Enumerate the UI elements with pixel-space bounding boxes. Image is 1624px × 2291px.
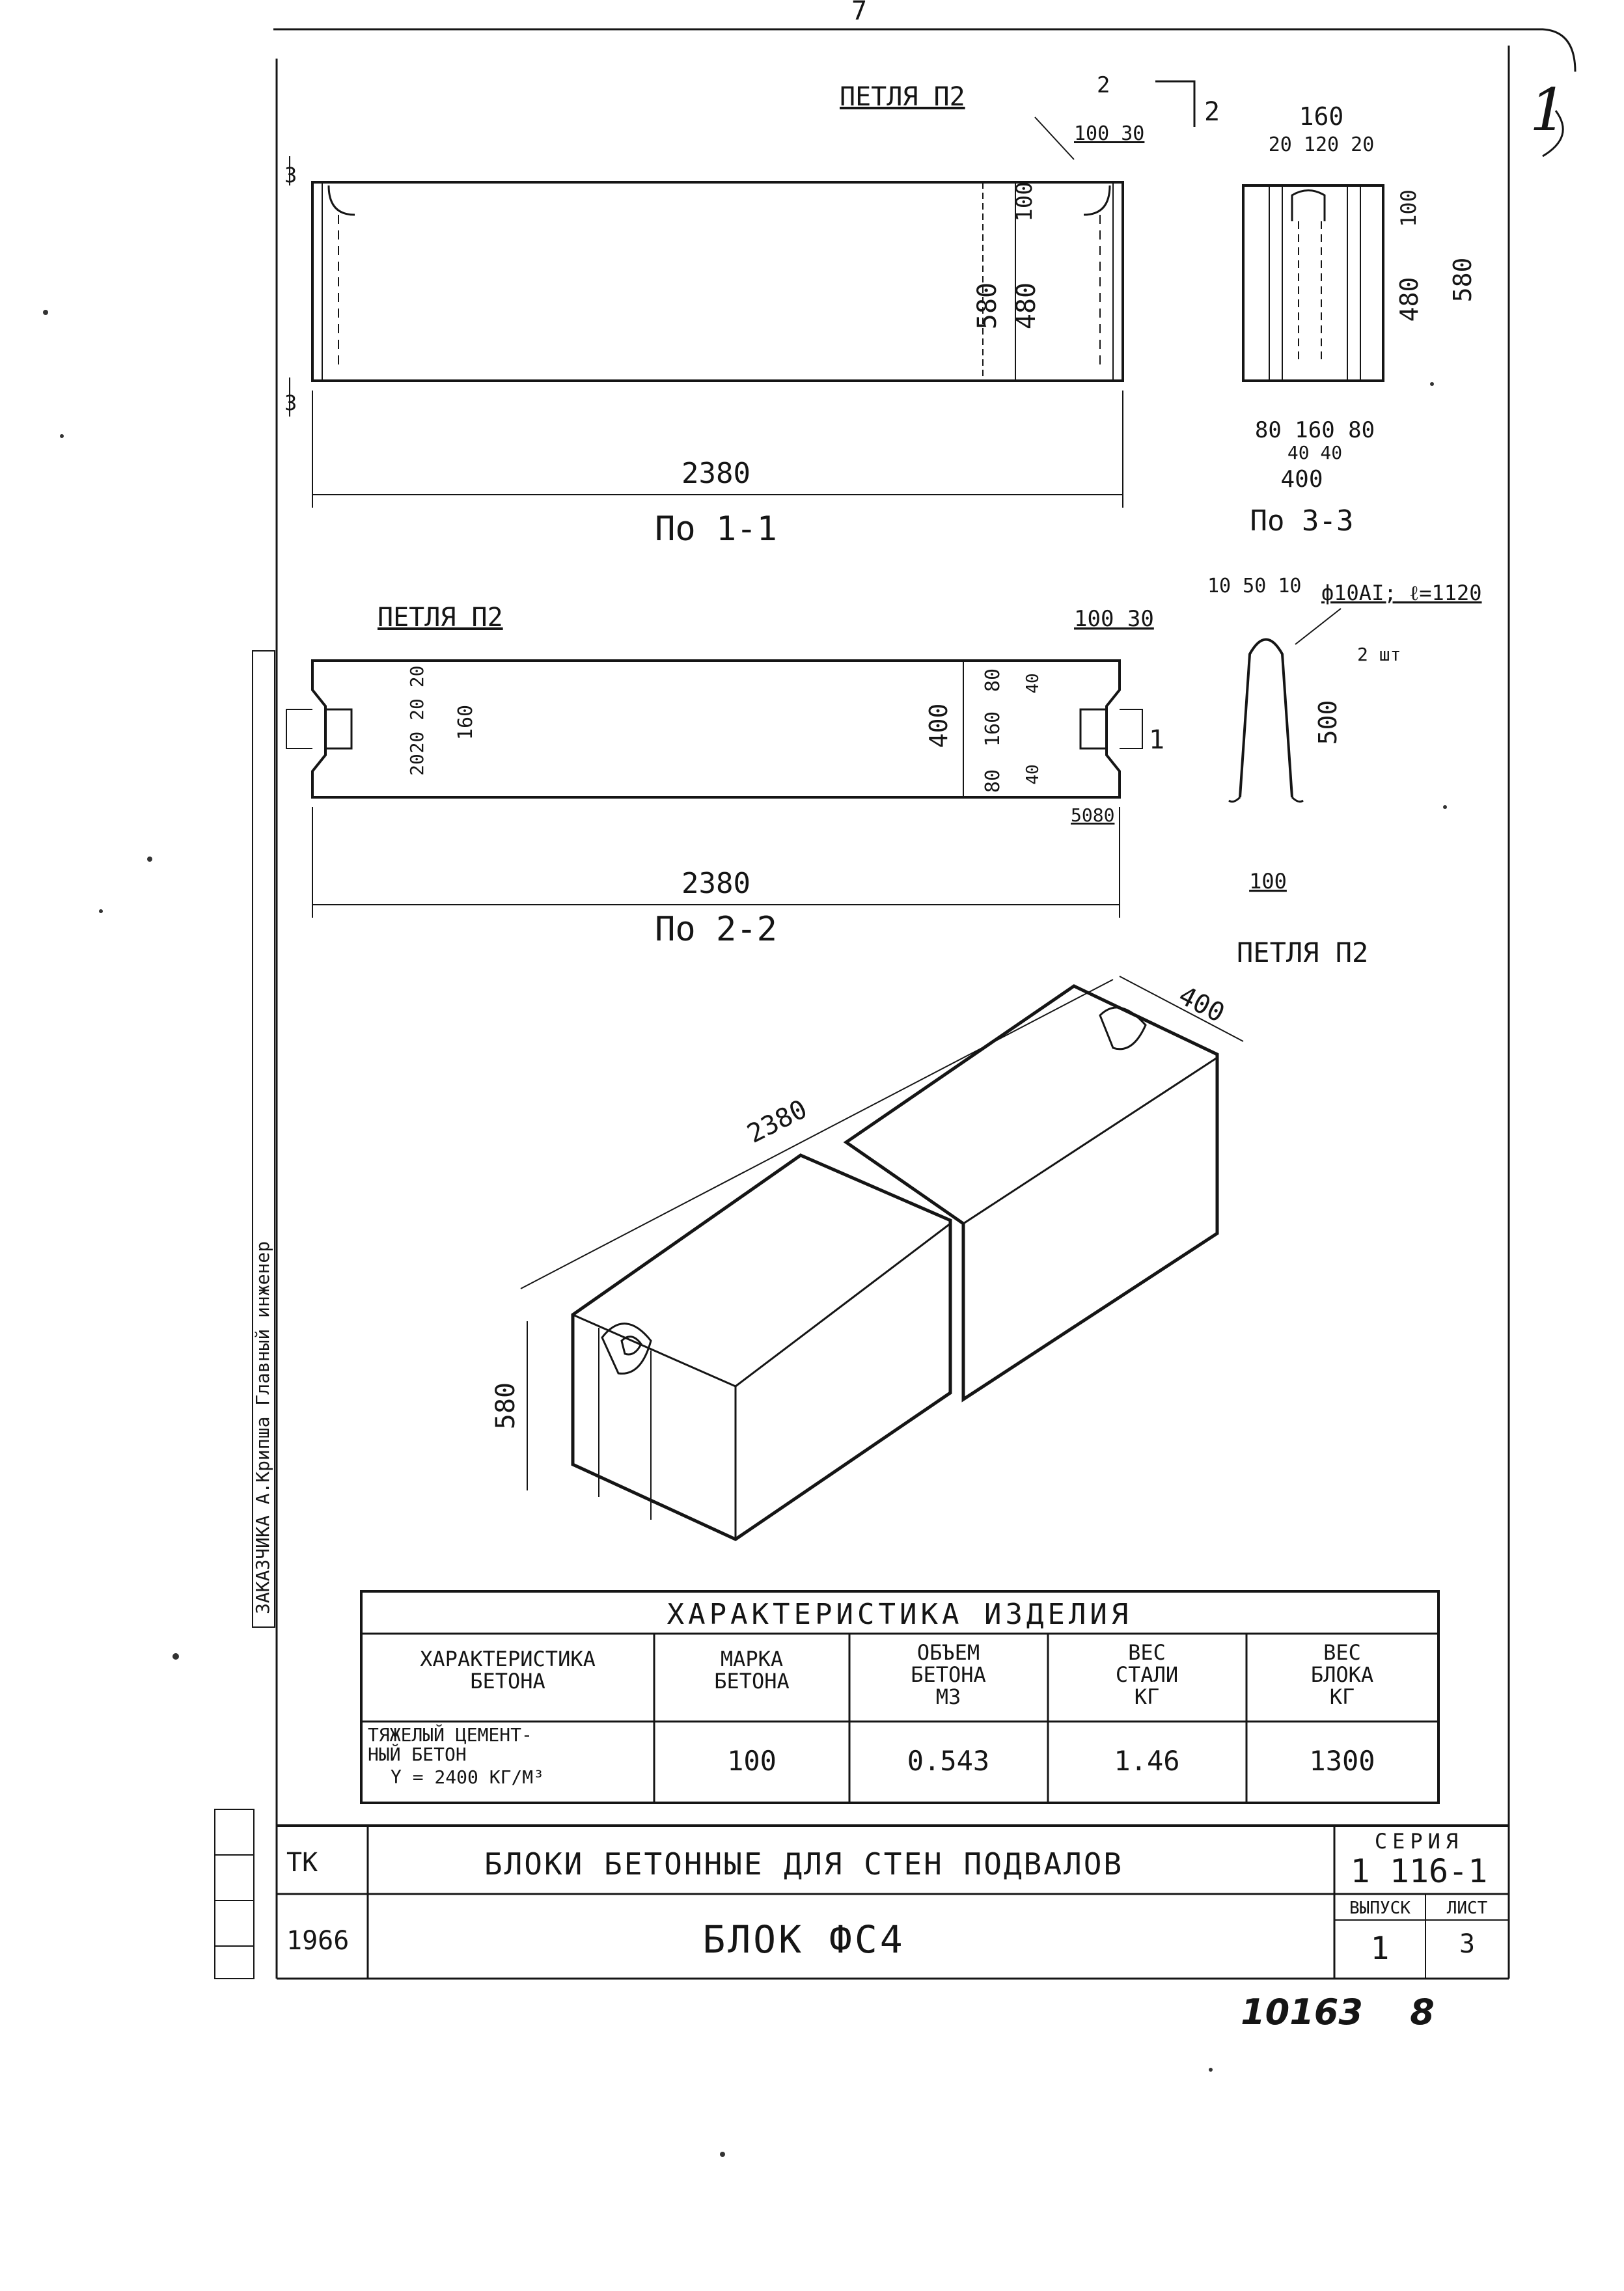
series-value: 1 116-1 [1351, 1852, 1488, 1890]
loop-spec-count: 2 шт [1357, 644, 1401, 665]
section-label-2-2: По 2-2 [655, 910, 777, 949]
archive-number: 10163 [1241, 1992, 1363, 2033]
gap-3-bottom: 3 [284, 391, 297, 415]
sheet-frame [273, 28, 1576, 1980]
plan-right-40b: 40 [1023, 764, 1043, 784]
cell-volume: 0.543 [907, 1745, 989, 1777]
issue-label: ВЫПУСК [1349, 1899, 1411, 1918]
cell-steel: 1.46 [1114, 1745, 1179, 1777]
section-marker-2-top: 2 [1097, 72, 1110, 98]
scan-specks [43, 310, 1447, 2157]
view-section-3-3: 160 20 120 20 100 480 580 80 160 80 40 4… [1242, 102, 1477, 538]
iso-dim-2380: 2380 [743, 1094, 812, 1149]
view-section-1-1: ПЕТЛЯ П2 100 30 2 2 3 3 580 480 100 2380… [284, 72, 1220, 549]
dim-width-parts: 20 120 20 [1269, 133, 1375, 156]
section-label-1-1: По 1-1 [655, 510, 777, 549]
plan-right-5080: 5080 [1071, 804, 1114, 826]
dim-160-end: 160 [1299, 102, 1344, 131]
cell-block: 1300 [1309, 1745, 1375, 1777]
dim-400-plan: 400 [924, 704, 953, 748]
side-strip-text: ЗАКАЗЧИКА А.Крипша Главный инженер [252, 1241, 273, 1614]
plan-right-160: 160 [982, 711, 1004, 747]
iso-dim-580: 580 [491, 1382, 521, 1429]
dim-bottom-sub: 40 40 [1287, 442, 1342, 463]
plan-right-80: 80 [982, 668, 1004, 692]
loop-offset-top: 100 30 [1074, 122, 1144, 145]
section-marker-2-label: 2 [1204, 97, 1220, 127]
table-title: ХАРАКТЕРИСТИКА ИЗДЕЛИЯ [667, 1598, 1133, 1631]
cell-concrete-line2: НЫЙ БЕТОН [368, 1743, 467, 1765]
archive-page: 8 [1410, 1992, 1435, 2033]
loop-label-top: ПЕТЛЯ П2 [840, 82, 965, 112]
corner-mark-hook [1542, 110, 1564, 158]
side-stamp-strip: ЗАКАЗЧИКА А.Крипша Главный инженер [214, 650, 275, 1979]
section-marker-1: 1 [1149, 725, 1164, 755]
plan-left-160: 160 [454, 705, 477, 740]
loop-height-dim: 500 [1314, 700, 1342, 745]
dim-580-front: 580 [972, 282, 1002, 329]
issue-value: 1 [1371, 1930, 1390, 1967]
dim-2380-plan: 2380 [681, 867, 750, 900]
drawing-title: БЛОК ФС4 [702, 1917, 905, 1962]
sheet-value: 3 [1459, 1929, 1475, 1959]
title-year: 1966 [286, 1926, 349, 1956]
loop-offset-plan: 100 30 [1074, 606, 1154, 632]
loop-spec-dims: 10 50 10 [1207, 575, 1302, 597]
dim-480-front: 480 [1012, 282, 1041, 329]
section-label-3-3: По 3-3 [1250, 504, 1354, 538]
page-number-top: 7 [851, 0, 867, 26]
cell-concrete-line3: Υ = 2400 КГ/М³ [391, 1766, 544, 1788]
dim-bottom-widths: 80 160 80 [1255, 417, 1375, 443]
loop-label-detail: ПЕТЛЯ П2 [1237, 937, 1368, 968]
isometric-view: 2380 400 580 [491, 976, 1244, 1541]
dim-580-end: 580 [1448, 258, 1477, 303]
iso-dim-400: 400 [1174, 981, 1229, 1029]
view-section-2-2: ПЕТЛЯ П2 100 30 1 20 20 20 160 20 400 80… [286, 603, 1164, 949]
gap-3-top: 3 [284, 163, 297, 187]
plan-left-20: 20 [406, 754, 428, 776]
title-block: ТК 1966 БЛОКИ БЕТОННЫЕ ДЛЯ СТЕН ПОДВАЛОВ… [277, 1824, 1509, 2033]
dim-2380-front: 2380 [681, 457, 750, 490]
dim-480-end: 480 [1395, 277, 1424, 322]
loop-width-dim: 100 [1249, 869, 1287, 894]
title-org: ТК [286, 1848, 318, 1878]
cell-grade: 100 [727, 1745, 777, 1777]
series-label: СЕРИЯ [1375, 1829, 1463, 1854]
dim-100-end: 100 [1396, 189, 1421, 227]
plan-right-80b: 80 [982, 769, 1004, 793]
cell-concrete-line1: ТЯЖЕЛЫЙ ЦЕМЕНТ- [368, 1723, 532, 1746]
dim-400-end: 400 [1280, 466, 1323, 493]
sheet-label: ЛИСТ [1447, 1899, 1488, 1918]
loop-spec: ф10AI; ℓ=1120 [1321, 581, 1482, 605]
plan-right-40: 40 [1023, 673, 1043, 693]
plan-left-dims: 20 20 20 [406, 666, 428, 754]
project-title: БЛОКИ БЕТОННЫЕ ДЛЯ СТЕН ПОДВАЛОВ [484, 1846, 1123, 1882]
loop-detail: 10 50 10 ф10AI; ℓ=1120 2 шт 500 100 ПЕТЛ… [1207, 575, 1482, 968]
corner-mark: 1 [1530, 76, 1567, 144]
loop-label-plan: ПЕТЛЯ П2 [378, 603, 503, 633]
